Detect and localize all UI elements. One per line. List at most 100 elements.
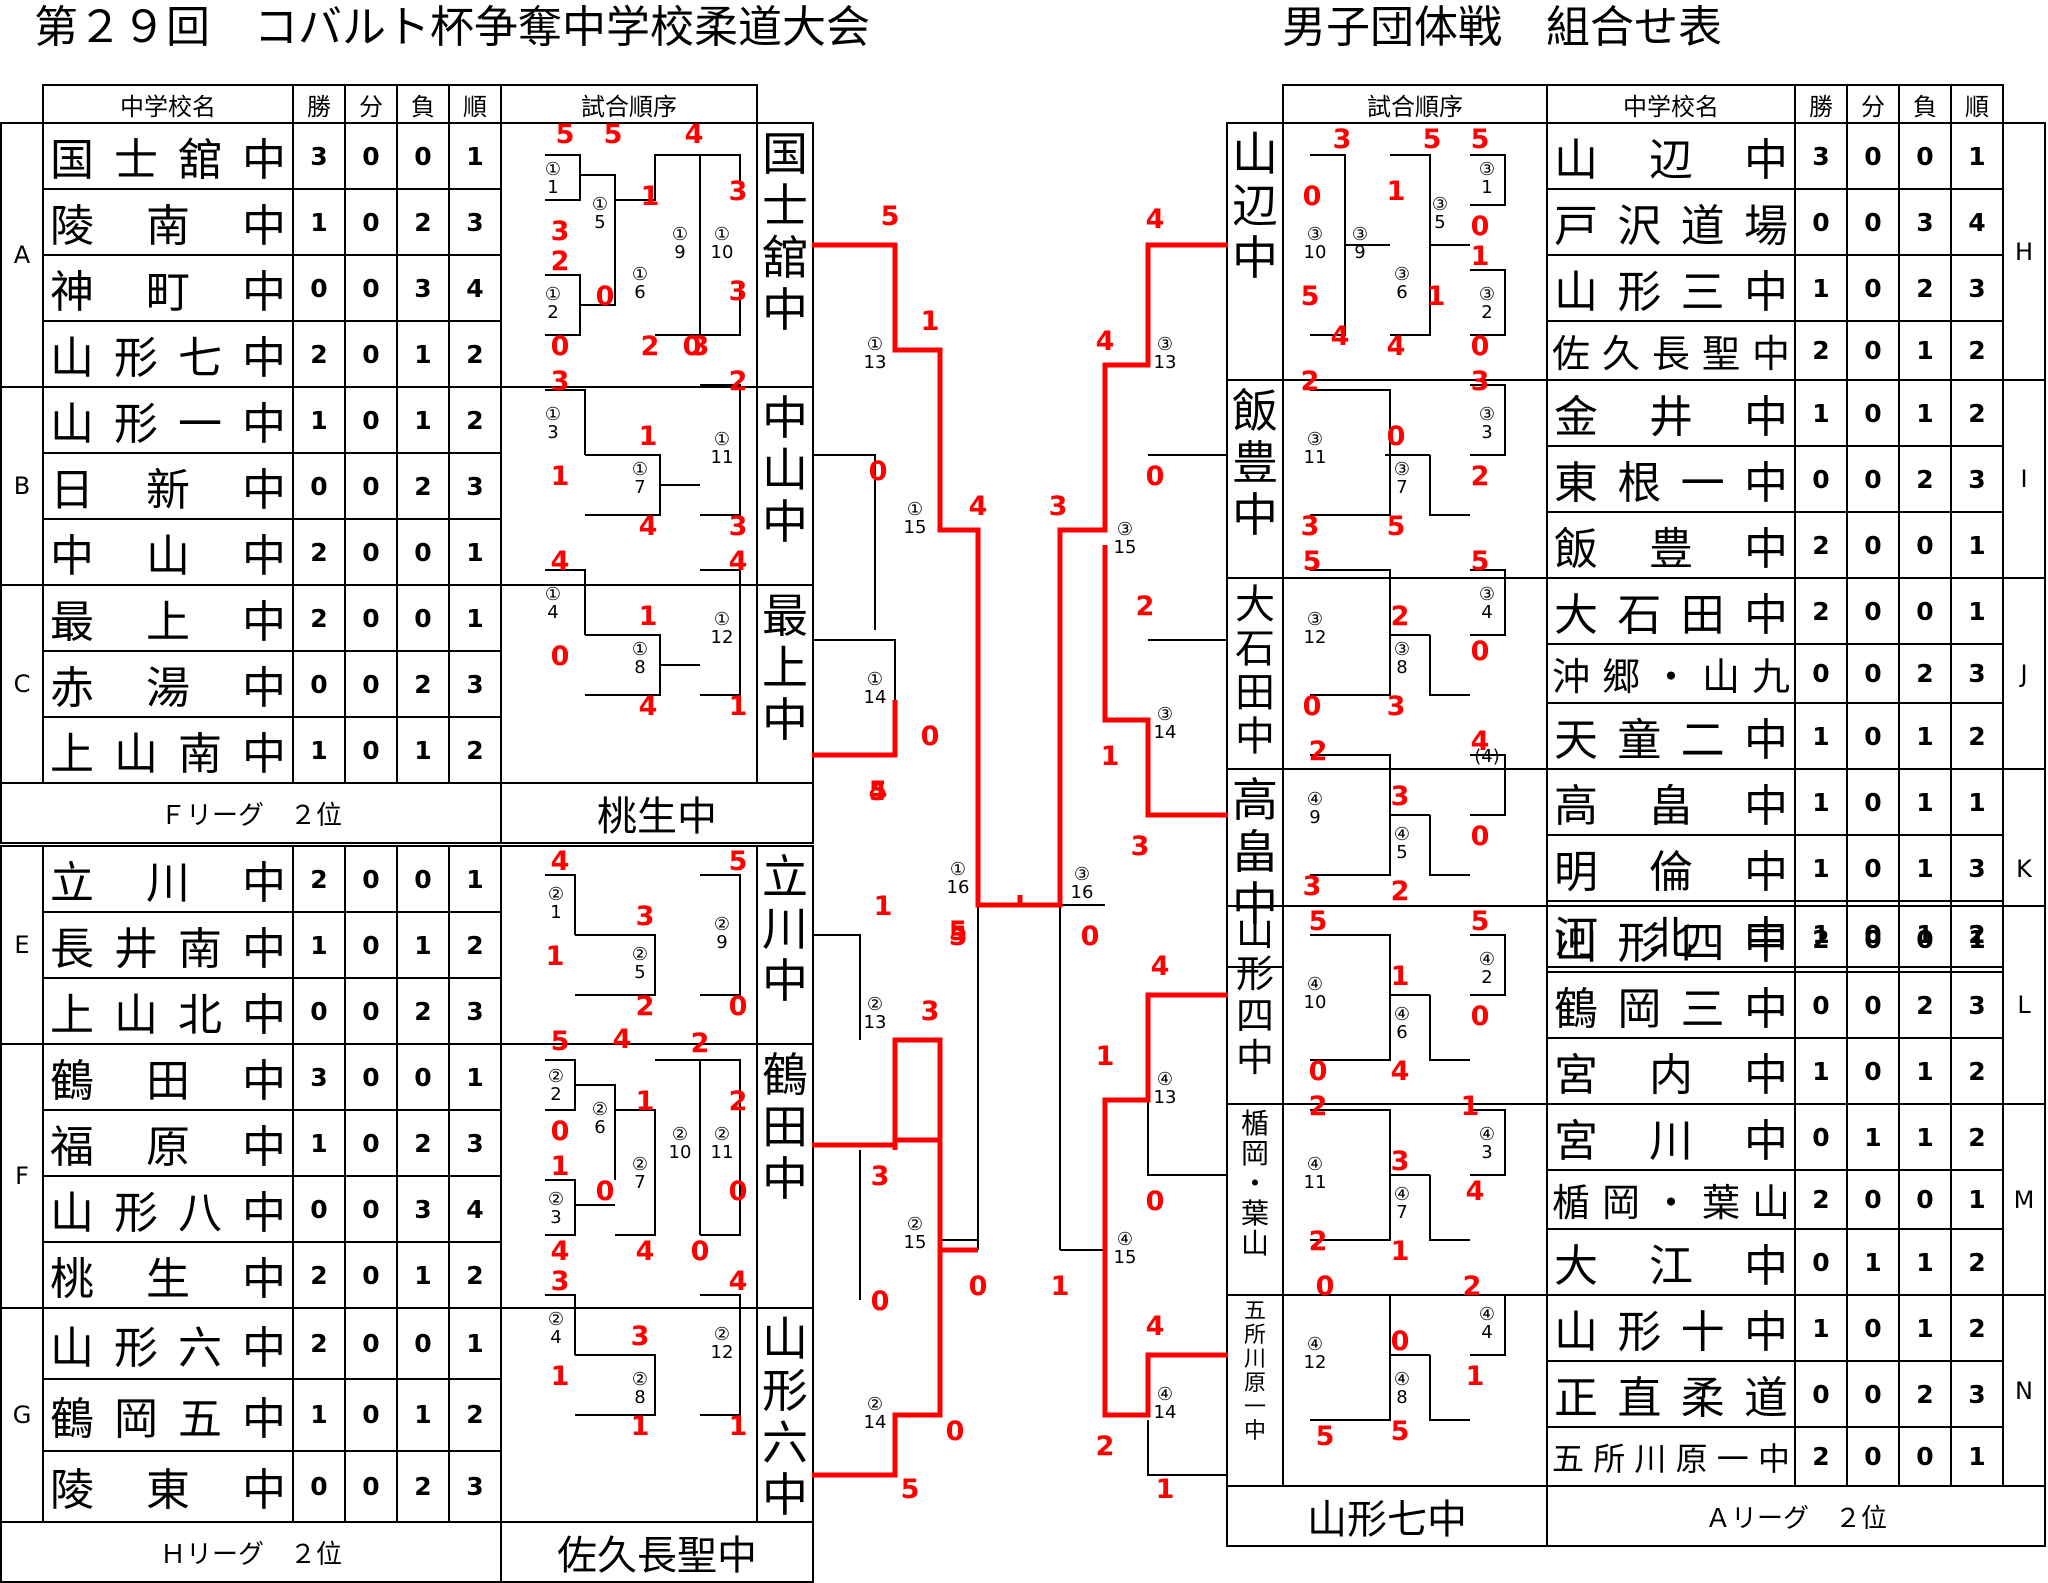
wins: 2 [1794,905,1848,973]
league-score: 1 [639,601,658,632]
league-score: 0 [729,1176,748,1207]
match-number: 8 [634,657,645,678]
match-number: ② [632,944,648,965]
match-number: ③ [1479,584,1495,605]
school-name: 陵南中 [42,188,294,256]
draws: 0 [1846,188,1900,256]
draws: 0 [344,1306,398,1381]
wins: 1 [1794,254,1848,322]
league-score: 5 [1471,906,1490,937]
league-score: 0 [683,331,702,362]
match-order-cell [1282,577,1548,769]
match-order-cell [500,845,758,1044]
losses: 0 [1898,577,1952,645]
rank: 3 [1950,834,2004,902]
bracket-score: 1 [1101,741,1120,772]
match-number: ① [867,334,883,355]
match-number: ④ [1307,789,1323,810]
wins: 1 [1794,379,1848,447]
rank: 1 [448,122,502,190]
school-name: 国士舘中 [42,122,294,190]
match-number: ① [545,284,561,305]
school-name: 長井南中 [42,911,294,979]
header-rank: 順 [1950,84,2004,124]
bracket-score: 0 [1081,921,1100,952]
header-loss: 負 [1898,84,1952,124]
match-number: ③ [1157,704,1173,725]
group-label: I [2002,379,2046,578]
draws: 0 [344,518,398,586]
rank: 4 [1950,188,2004,256]
league-score: 0 [691,1236,710,1267]
league-score: 1 [551,461,570,492]
league-score: 0 [1471,636,1490,667]
league-score: 1 [1391,961,1410,992]
match-number: ④ [1157,1069,1173,1090]
school-name: 山形六中 [42,1306,294,1381]
league-score: 4 [1391,1056,1410,1087]
league-score: 3 [1471,366,1490,397]
league-score: 2 [1471,461,1490,492]
match-number: ① [632,459,648,480]
league-score: 1 [729,1411,748,1442]
league-score: 0 [596,281,615,312]
league-score: 4 [729,1266,748,1297]
match-number: 6 [634,282,645,303]
league-score: 0 [1471,331,1490,362]
losses: 3 [1898,188,1952,256]
rank: 3 [1950,1360,2004,1428]
losses: 0 [396,122,450,190]
match-number: ① [907,499,923,520]
match-number: ③ [1307,609,1323,630]
wins: 1 [1794,1294,1848,1362]
rank: 1 [1950,122,2004,190]
match-order-cell [500,584,758,783]
wins: 0 [292,254,346,322]
league-score: 1 [636,1086,655,1117]
losses: 1 [1898,1103,1952,1171]
match-order-cell [1282,379,1548,578]
draws: 0 [1846,768,1900,836]
bracket-score: 4 [1146,1311,1165,1342]
group-winner: 立川中 [756,845,814,1045]
league-table-left-top: 中学校名 勝 分 負 順 試合順序 A 国士舘中 3 0 0 1 国士舘中 陵南… [0,84,814,844]
losses: 1 [396,1378,450,1452]
match-number: 7 [1396,477,1407,498]
group-winner: 大石田中 [1226,577,1284,770]
match-number: ④ [1479,1304,1495,1325]
match-number: 15 [1114,1247,1137,1268]
group-winner: 飯豊中 [1226,379,1284,579]
bracket-score: 4 [969,491,988,522]
league-score: 4 [551,546,570,577]
losses: 2 [1898,643,1952,704]
match-number: 6 [594,1117,605,1138]
group-winner: 五所川原一中 [1226,1294,1284,1487]
league-score: 0 [1391,1326,1410,1357]
draws: 0 [1846,379,1900,447]
school-name: 五所川原一中 [1546,1426,1796,1487]
league-score: 2 [691,1028,710,1059]
rank: 3 [448,1109,502,1177]
match-number: 6 [1396,282,1407,303]
league-score: 5 [1309,906,1328,937]
bracket-score: 1 [1156,1474,1175,1505]
league-score: 1 [551,1361,570,1392]
match-number: 14 [864,1412,887,1433]
losses: 0 [1898,905,1952,973]
bracket-score: 4 [869,776,888,807]
match-number: 15 [904,517,927,538]
match-number: ① [545,584,561,605]
match-number: 1 [1481,177,1492,198]
league-score: 4 [685,119,704,150]
draws: 0 [1846,1169,1900,1230]
league-score: 4 [1471,726,1490,757]
wins: 1 [292,188,346,256]
bracket-score: 2 [1136,591,1155,622]
match-number: ④ [1157,1384,1173,1405]
school-name: 山形一中 [42,386,294,454]
bracket-score: 0 [871,1286,890,1317]
match-number: 10 [669,1142,692,1163]
school-name: 宮川中 [1546,1103,1796,1171]
league-score: 1 [631,1411,650,1442]
wins: 2 [1794,511,1848,579]
